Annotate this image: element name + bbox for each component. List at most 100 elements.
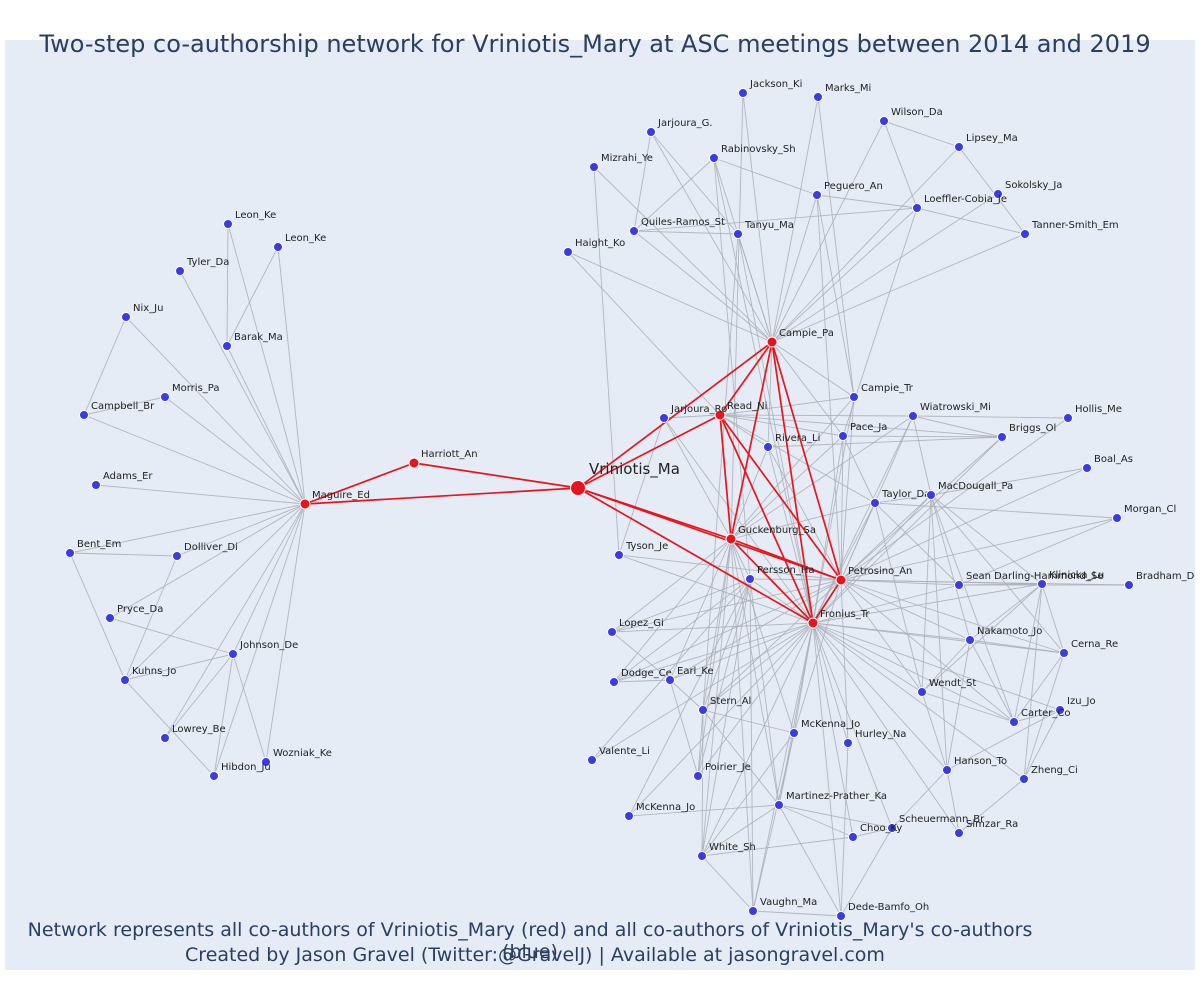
red-node-marker[interactable] bbox=[714, 409, 726, 421]
node-wozniak-ke[interactable]: Wozniak_Ke bbox=[261, 748, 332, 767]
node-morris-pa[interactable]: Morris_Pa bbox=[160, 383, 220, 402]
blue-node-marker[interactable] bbox=[1124, 580, 1134, 590]
node-loeffler-cobia[interactable]: Loeffler-Cobia_Je bbox=[912, 194, 1008, 213]
blue-node-marker[interactable] bbox=[665, 675, 675, 685]
node-tyson-je[interactable]: Tyson_Je bbox=[614, 541, 669, 560]
node-adams-er[interactable]: Adams_Er bbox=[91, 471, 154, 490]
blue-node-marker[interactable] bbox=[121, 312, 131, 322]
blue-node-marker[interactable] bbox=[698, 705, 708, 715]
blue-node-marker[interactable] bbox=[614, 550, 624, 560]
red-node-marker[interactable] bbox=[570, 480, 586, 496]
node-dodge-ce[interactable]: Dodge_Ce bbox=[609, 668, 672, 687]
blue-node-marker[interactable] bbox=[160, 733, 170, 743]
blue-node-marker[interactable] bbox=[848, 832, 858, 842]
node-sean-darling[interactable]: Sean Darling-Hammond_Se bbox=[954, 571, 1104, 590]
blue-node-marker[interactable] bbox=[589, 162, 599, 172]
node-leon-ke1[interactable]: Leon_Ke bbox=[223, 210, 277, 229]
node-petrosino-an[interactable]: Petrosino_An bbox=[835, 566, 912, 586]
node-dolliver-di[interactable]: Dolliver_Di bbox=[172, 542, 238, 561]
blue-node-marker[interactable] bbox=[912, 203, 922, 213]
blue-node-marker[interactable] bbox=[629, 226, 639, 236]
node-scheuermann-br[interactable]: Scheuermann_Br bbox=[887, 814, 986, 833]
node-carter-co[interactable]: Carter_Co bbox=[1009, 708, 1071, 727]
node-sokolsky-ja[interactable]: Sokolsky_Ja bbox=[993, 180, 1063, 199]
blue-node-marker[interactable] bbox=[1063, 413, 1073, 423]
blue-node-marker[interactable] bbox=[813, 92, 823, 102]
blue-node-marker[interactable] bbox=[942, 765, 952, 775]
blue-node-marker[interactable] bbox=[587, 755, 597, 765]
blue-node-marker[interactable] bbox=[1055, 705, 1065, 715]
blue-node-marker[interactable] bbox=[563, 247, 573, 257]
blue-node-marker[interactable] bbox=[120, 675, 130, 685]
node-johnson-de[interactable]: Johnson_De bbox=[228, 640, 299, 659]
node-lowrey-be[interactable]: Lowrey_Be bbox=[160, 724, 226, 743]
blue-node-marker[interactable] bbox=[954, 828, 964, 838]
blue-node-marker[interactable] bbox=[733, 229, 743, 239]
node-nix-ju[interactable]: Nix_Ju bbox=[121, 303, 164, 322]
blue-node-marker[interactable] bbox=[763, 442, 773, 452]
node-dede-bamfo[interactable]: Dede-Bamfo_Oh bbox=[836, 902, 930, 921]
blue-node-marker[interactable] bbox=[175, 266, 185, 276]
node-kuhns-jo[interactable]: Kuhns_Jo bbox=[120, 666, 177, 685]
node-vriniotis-ma[interactable]: Vriniotis_Ma bbox=[570, 460, 680, 496]
blue-node-marker[interactable] bbox=[954, 142, 964, 152]
red-node-marker[interactable] bbox=[299, 498, 311, 510]
blue-node-marker[interactable] bbox=[748, 906, 758, 916]
node-jackson-ki[interactable]: Jackson_Ki bbox=[738, 79, 803, 98]
node-marks-mi[interactable]: Marks_Mi bbox=[813, 83, 872, 102]
blue-node-marker[interactable] bbox=[870, 498, 880, 508]
red-node-marker[interactable] bbox=[766, 336, 778, 348]
blue-node-marker[interactable] bbox=[789, 728, 799, 738]
blue-node-marker[interactable] bbox=[697, 851, 707, 861]
node-stern-al[interactable]: Stern_Al bbox=[698, 696, 752, 715]
node-wendt-st[interactable]: Wendt_St bbox=[917, 678, 977, 697]
node-campie-pa[interactable]: Campie_Pa bbox=[766, 328, 834, 348]
node-read-ni[interactable]: Read_Ni bbox=[714, 401, 767, 421]
node-fronius-tr[interactable]: Fronius_Tr bbox=[807, 609, 870, 629]
red-node-marker[interactable] bbox=[835, 574, 847, 586]
node-tanyu-ma[interactable]: Tanyu_Ma bbox=[733, 220, 794, 239]
blue-node-marker[interactable] bbox=[738, 88, 748, 98]
blue-node-marker[interactable] bbox=[812, 190, 822, 200]
blue-node-marker[interactable] bbox=[609, 677, 619, 687]
blue-node-marker[interactable] bbox=[91, 480, 101, 490]
blue-node-marker[interactable] bbox=[838, 431, 848, 441]
blue-node-marker[interactable] bbox=[709, 153, 719, 163]
blue-node-marker[interactable] bbox=[79, 410, 89, 420]
node-valente-li[interactable]: Valente_Li bbox=[587, 746, 650, 765]
blue-node-marker[interactable] bbox=[607, 627, 617, 637]
node-vaughn-ma[interactable]: Vaughn_Ma bbox=[748, 897, 818, 916]
blue-node-marker[interactable] bbox=[849, 392, 859, 402]
node-rivera-li[interactable]: Rivera_Li bbox=[763, 433, 821, 452]
blue-node-marker[interactable] bbox=[693, 771, 703, 781]
blue-node-marker[interactable] bbox=[836, 911, 846, 921]
node-lopez-gi[interactable]: Lopez_Gi bbox=[607, 618, 664, 637]
blue-node-marker[interactable] bbox=[926, 490, 936, 500]
node-white-sh[interactable]: White_Sh bbox=[697, 842, 756, 861]
blue-node-marker[interactable] bbox=[646, 127, 656, 137]
red-node-marker[interactable] bbox=[807, 617, 819, 629]
node-mizrahi-ye[interactable]: Mizrahi_Ye bbox=[589, 153, 653, 172]
node-taylor-da[interactable]: Taylor_Da bbox=[870, 489, 931, 508]
node-peguero-an[interactable]: Peguero_An bbox=[812, 181, 883, 200]
blue-node-marker[interactable] bbox=[65, 548, 75, 558]
node-bent-em[interactable]: Bent_Em bbox=[65, 539, 122, 558]
blue-node-marker[interactable] bbox=[917, 687, 927, 697]
node-martinez-prather[interactable]: Martinez-Prather_Ka bbox=[774, 791, 888, 810]
node-persson-ha[interactable]: Persson_Ha bbox=[745, 565, 815, 584]
blue-node-marker[interactable] bbox=[624, 811, 634, 821]
blue-node-marker[interactable] bbox=[1059, 648, 1069, 658]
blue-node-marker[interactable] bbox=[160, 392, 170, 402]
node-pace-ja[interactable]: Pace_Ja bbox=[838, 422, 888, 441]
node-mckenna-jo1[interactable]: McKenna_Jo bbox=[789, 719, 861, 738]
node-maguire-ed[interactable]: Maguire_Ed bbox=[299, 490, 370, 510]
node-earl-ke[interactable]: Earl_Ke bbox=[665, 666, 714, 685]
node-jarjoura-ro[interactable]: Jarjoura_Ro bbox=[659, 404, 728, 423]
node-campbell-br[interactable]: Campbell_Br bbox=[79, 401, 156, 420]
node-klinicka-lu[interactable]: Klinicka_Lu bbox=[1037, 570, 1105, 589]
blue-node-marker[interactable] bbox=[745, 574, 755, 584]
node-hurley-na[interactable]: Hurley_Na bbox=[843, 729, 907, 748]
node-bradham-do[interactable]: Bradham_Do bbox=[1124, 571, 1196, 590]
node-tanner-smith[interactable]: Tanner-Smith_Em bbox=[1020, 220, 1119, 239]
blue-node-marker[interactable] bbox=[774, 800, 784, 810]
